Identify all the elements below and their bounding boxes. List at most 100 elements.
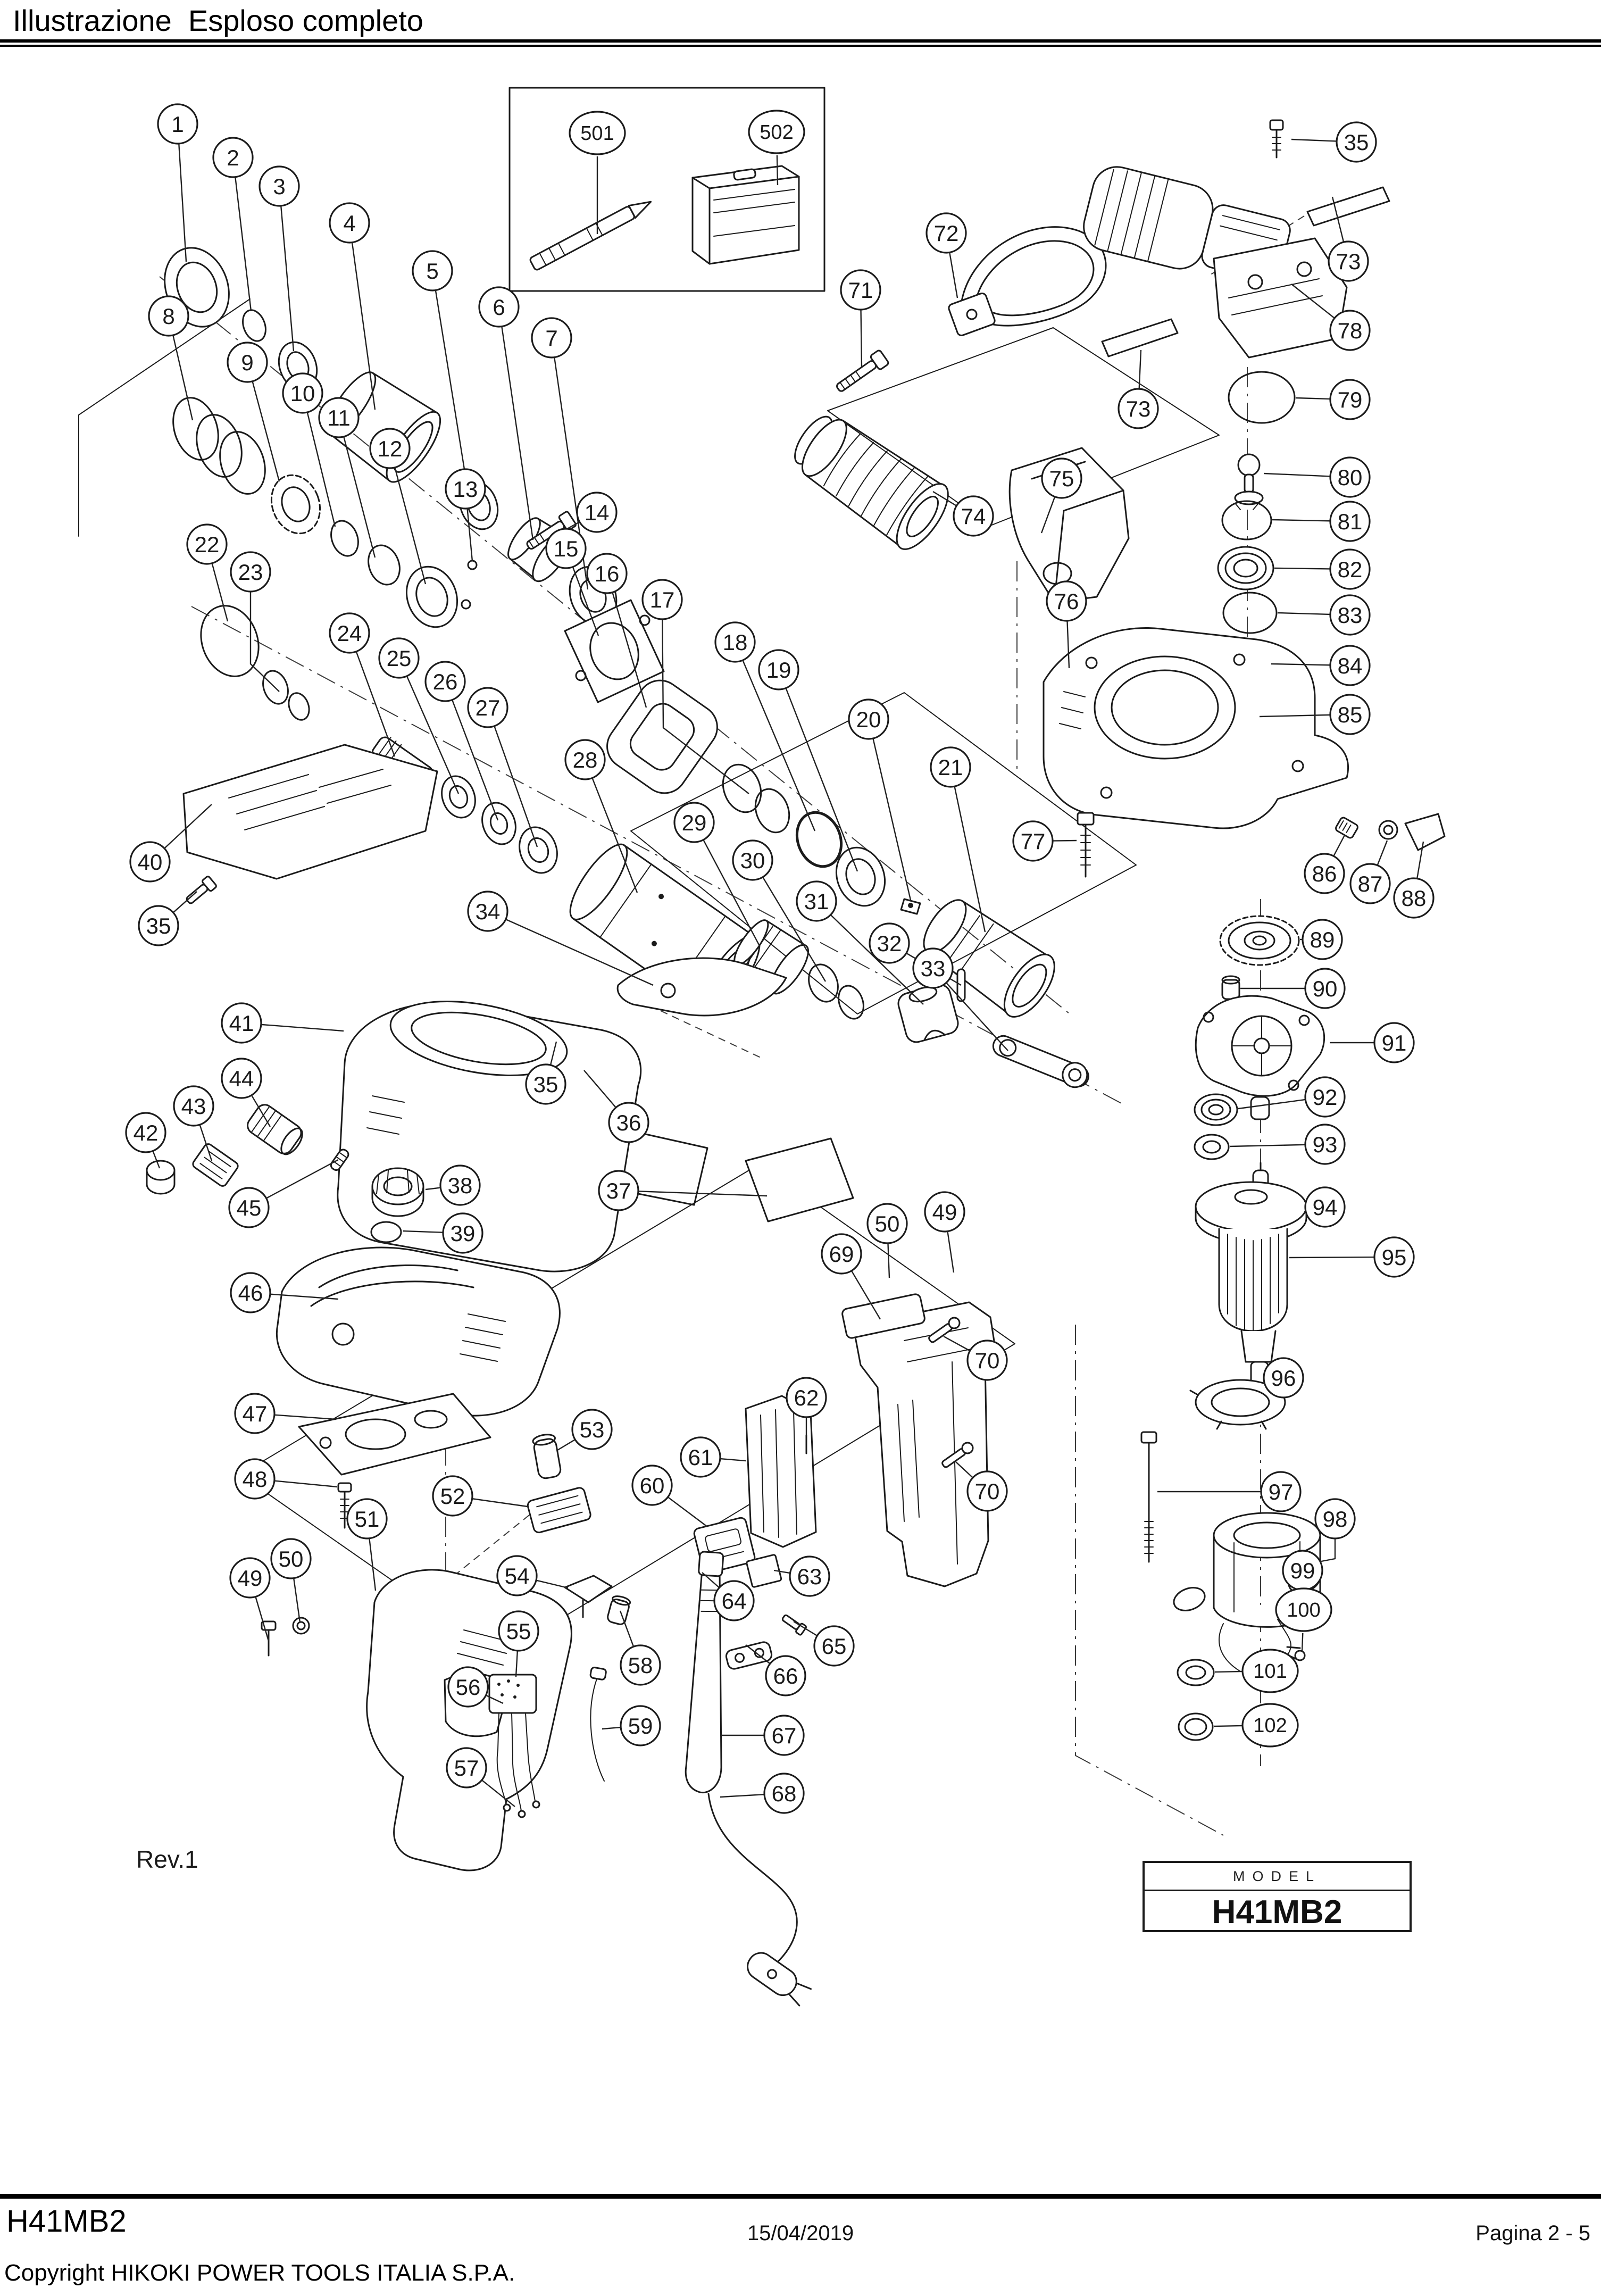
balloon-leader-line [745, 1644, 771, 1665]
balloon-number: 72 [934, 221, 959, 246]
balloon-leader-line [1238, 1099, 1306, 1110]
part-balloon-9: 9 [227, 342, 280, 482]
balloon-number: 82 [1338, 557, 1363, 582]
balloon-number: 70 [975, 1348, 1000, 1373]
balloon-circle [212, 137, 254, 178]
balloon-number: 90 [1313, 976, 1338, 1001]
balloon-leader-line [946, 982, 1008, 1051]
balloon-number: 84 [1338, 653, 1363, 678]
balloon-number: 47 [243, 1401, 268, 1426]
balloon-circle [148, 295, 189, 337]
part-balloon-2: 2 [212, 137, 254, 312]
balloon-circle [439, 1164, 481, 1206]
balloon-leader-line [1272, 519, 1331, 522]
balloon-leader-line [1229, 1144, 1306, 1147]
balloon-circle [442, 1212, 483, 1254]
balloon-leader-line [762, 877, 827, 982]
part-balloon-49: 49 [229, 1557, 271, 1642]
balloon-number: 35 [533, 1072, 558, 1097]
balloon-number: 49 [238, 1566, 263, 1591]
part-balloon-59: 59 [602, 1705, 661, 1746]
balloon-leader-line [172, 891, 197, 913]
balloon-number: 86 [1312, 861, 1337, 886]
balloon-leader-line [293, 1578, 301, 1623]
balloon-circle [496, 1555, 538, 1596]
balloon-leader-line [1066, 620, 1070, 669]
balloon-leader-line [1277, 612, 1331, 615]
balloon-number: 49 [932, 1200, 957, 1225]
part-balloon-53: 53 [557, 1409, 613, 1451]
balloon-circle [1329, 694, 1371, 735]
balloon-circle [221, 1002, 262, 1044]
balloon-circle [234, 1458, 276, 1500]
balloon-leader-line [955, 1461, 973, 1478]
balloon-number: 81 [1338, 509, 1363, 534]
balloon-leader-line [266, 1159, 339, 1199]
part-balloon-61: 61 [680, 1436, 746, 1478]
balloon-number: 43 [181, 1094, 206, 1119]
part-balloon-55: 55 [498, 1610, 539, 1677]
balloon-number: 85 [1338, 702, 1363, 727]
part-balloon-99: 99 [1282, 1550, 1323, 1591]
carrying-case-part [691, 165, 800, 265]
balloon-circle [758, 649, 799, 691]
balloon-leader-line [164, 804, 212, 849]
balloon-number: 59 [628, 1713, 653, 1738]
balloon-leader-line [1263, 472, 1331, 477]
balloon-leader-line [274, 1480, 338, 1488]
balloon-leader-line [1289, 1256, 1375, 1259]
balloon-leader-line [619, 1610, 635, 1647]
balloon-leader-line [703, 839, 761, 946]
balloon-leader-line [1040, 496, 1056, 534]
part-balloon-93: 93 [1229, 1124, 1346, 1165]
balloon-circle [445, 468, 486, 510]
balloon-circle [234, 1393, 276, 1434]
part-balloon-49: 49 [924, 1191, 965, 1273]
part-balloon-21: 21 [930, 746, 986, 933]
balloon-number: 71 [848, 278, 873, 303]
balloon-circle [924, 1191, 965, 1233]
balloon-number: 11 [327, 405, 351, 430]
balloon-leader-line [280, 205, 295, 352]
balloon-leader-line [394, 467, 427, 585]
part-balloon-60: 60 [631, 1465, 708, 1527]
part-balloon-23: 23 [230, 551, 280, 692]
balloon-leader-line [1377, 840, 1388, 866]
part-balloon-25: 25 [378, 637, 460, 794]
balloon-number: 83 [1338, 603, 1363, 628]
balloon-circle [925, 212, 967, 254]
balloon-number: 8 [162, 304, 174, 329]
part-balloon-52: 52 [432, 1475, 528, 1517]
balloon-circle [571, 1409, 613, 1450]
balloon-leader-line [343, 436, 376, 558]
part-balloon-54: 54 [496, 1555, 569, 1596]
model-box-value: H41MB2 [1212, 1893, 1342, 1931]
part-balloon-1: 1 [157, 103, 198, 262]
balloon-circle [631, 1465, 673, 1506]
chisel-part [529, 201, 652, 271]
part-balloon-102: 102 [1213, 1703, 1299, 1748]
balloon-leader-line [785, 688, 858, 872]
balloon-leader-line [1333, 835, 1346, 856]
balloon-number: 44 [229, 1066, 254, 1091]
balloon-leader-line [1416, 841, 1424, 879]
balloon-number: 92 [1313, 1085, 1338, 1110]
balloon-circle [186, 523, 228, 565]
balloon-number: 99 [1290, 1558, 1315, 1583]
balloon-leader-line [720, 1793, 765, 1798]
part-balloon-36: 36 [583, 1070, 649, 1143]
balloon-number: 1 [171, 112, 184, 137]
part-balloon-79: 79 [1295, 379, 1371, 420]
balloon-leader-line [481, 1779, 515, 1807]
balloon-leader-line [199, 1124, 213, 1161]
part-balloon-17: 17 [641, 579, 749, 794]
balloon-number: 40 [138, 850, 163, 875]
part-balloon-77: 77 [1012, 820, 1077, 862]
balloon-number: 68 [772, 1781, 797, 1806]
balloon-circle [412, 250, 453, 292]
balloon-number: 89 [1310, 927, 1335, 952]
part-balloon-39: 39 [403, 1212, 483, 1254]
part-balloon-3: 3 [259, 165, 300, 352]
balloon-circle [531, 317, 572, 359]
balloon-circle [966, 1340, 1008, 1381]
